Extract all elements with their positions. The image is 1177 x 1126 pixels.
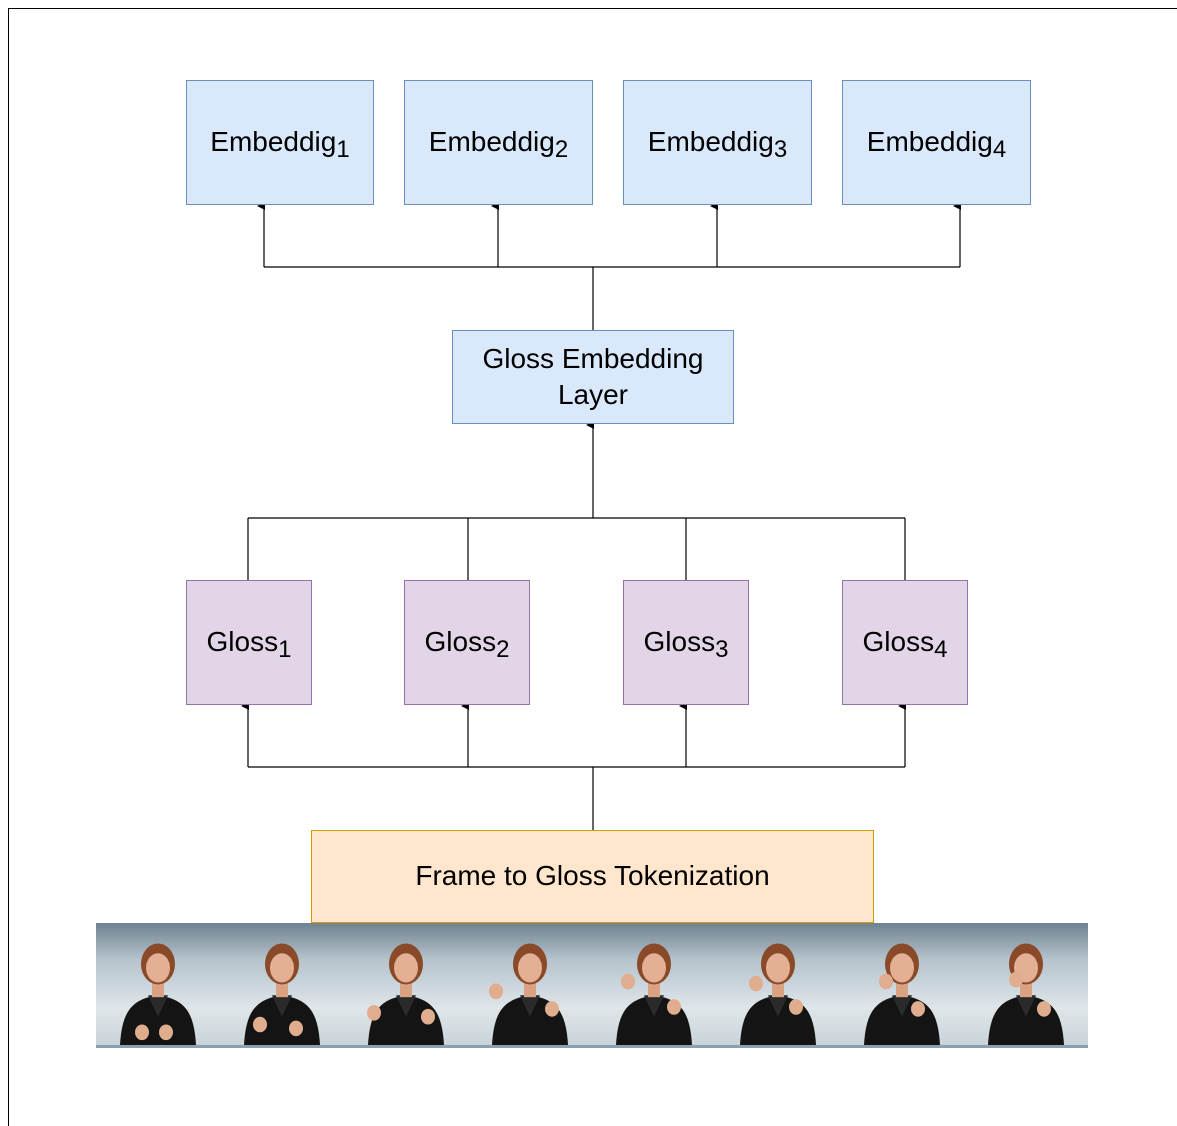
frame-border-top <box>8 8 1177 9</box>
tokenization-label: Frame to Gloss Tokenization <box>415 860 770 892</box>
video-frame <box>344 923 468 1048</box>
embedding-box-4: Embeddig4 <box>842 80 1031 205</box>
gloss-box-2: Gloss2 <box>404 580 530 705</box>
gloss-label-3: Gloss3 <box>643 626 729 664</box>
embedding-box-3: Embeddig3 <box>623 80 812 205</box>
embedding-label-3: Embeddig3 <box>647 126 788 164</box>
gloss-embedding-layer-label: Gloss Embedding Layer <box>463 341 723 414</box>
gloss-label-4: Gloss4 <box>862 626 948 664</box>
video-frame <box>592 923 716 1048</box>
layer-label-line-2: Layer <box>557 379 629 410</box>
video-frame <box>964 923 1088 1048</box>
video-frame <box>840 923 964 1048</box>
frame-to-gloss-tokenization-box: Frame to Gloss Tokenization <box>311 830 874 923</box>
video-frame <box>96 923 220 1048</box>
video-frame <box>716 923 840 1048</box>
gloss-box-4: Gloss4 <box>842 580 968 705</box>
gloss-box-3: Gloss3 <box>623 580 749 705</box>
sign-language-frame-strip <box>96 923 1088 1048</box>
gloss-box-1: Gloss1 <box>186 580 312 705</box>
embedding-label-1: Embeddig1 <box>210 126 350 164</box>
gloss-label-1: Gloss1 <box>206 626 292 664</box>
video-frame <box>468 923 592 1048</box>
embedding-label-2: Embeddig2 <box>428 126 569 164</box>
embedding-box-2: Embeddig2 <box>404 80 593 205</box>
frame-border-left <box>8 8 9 1126</box>
gloss-embedding-layer-box: Gloss Embedding Layer <box>452 330 734 424</box>
embedding-box-1: Embeddig1 <box>186 80 374 205</box>
embedding-label-4: Embeddig4 <box>866 126 1007 164</box>
video-frame <box>220 923 344 1048</box>
gloss-label-2: Gloss2 <box>424 626 510 664</box>
layer-label-line-1: Gloss Embedding <box>482 342 704 374</box>
